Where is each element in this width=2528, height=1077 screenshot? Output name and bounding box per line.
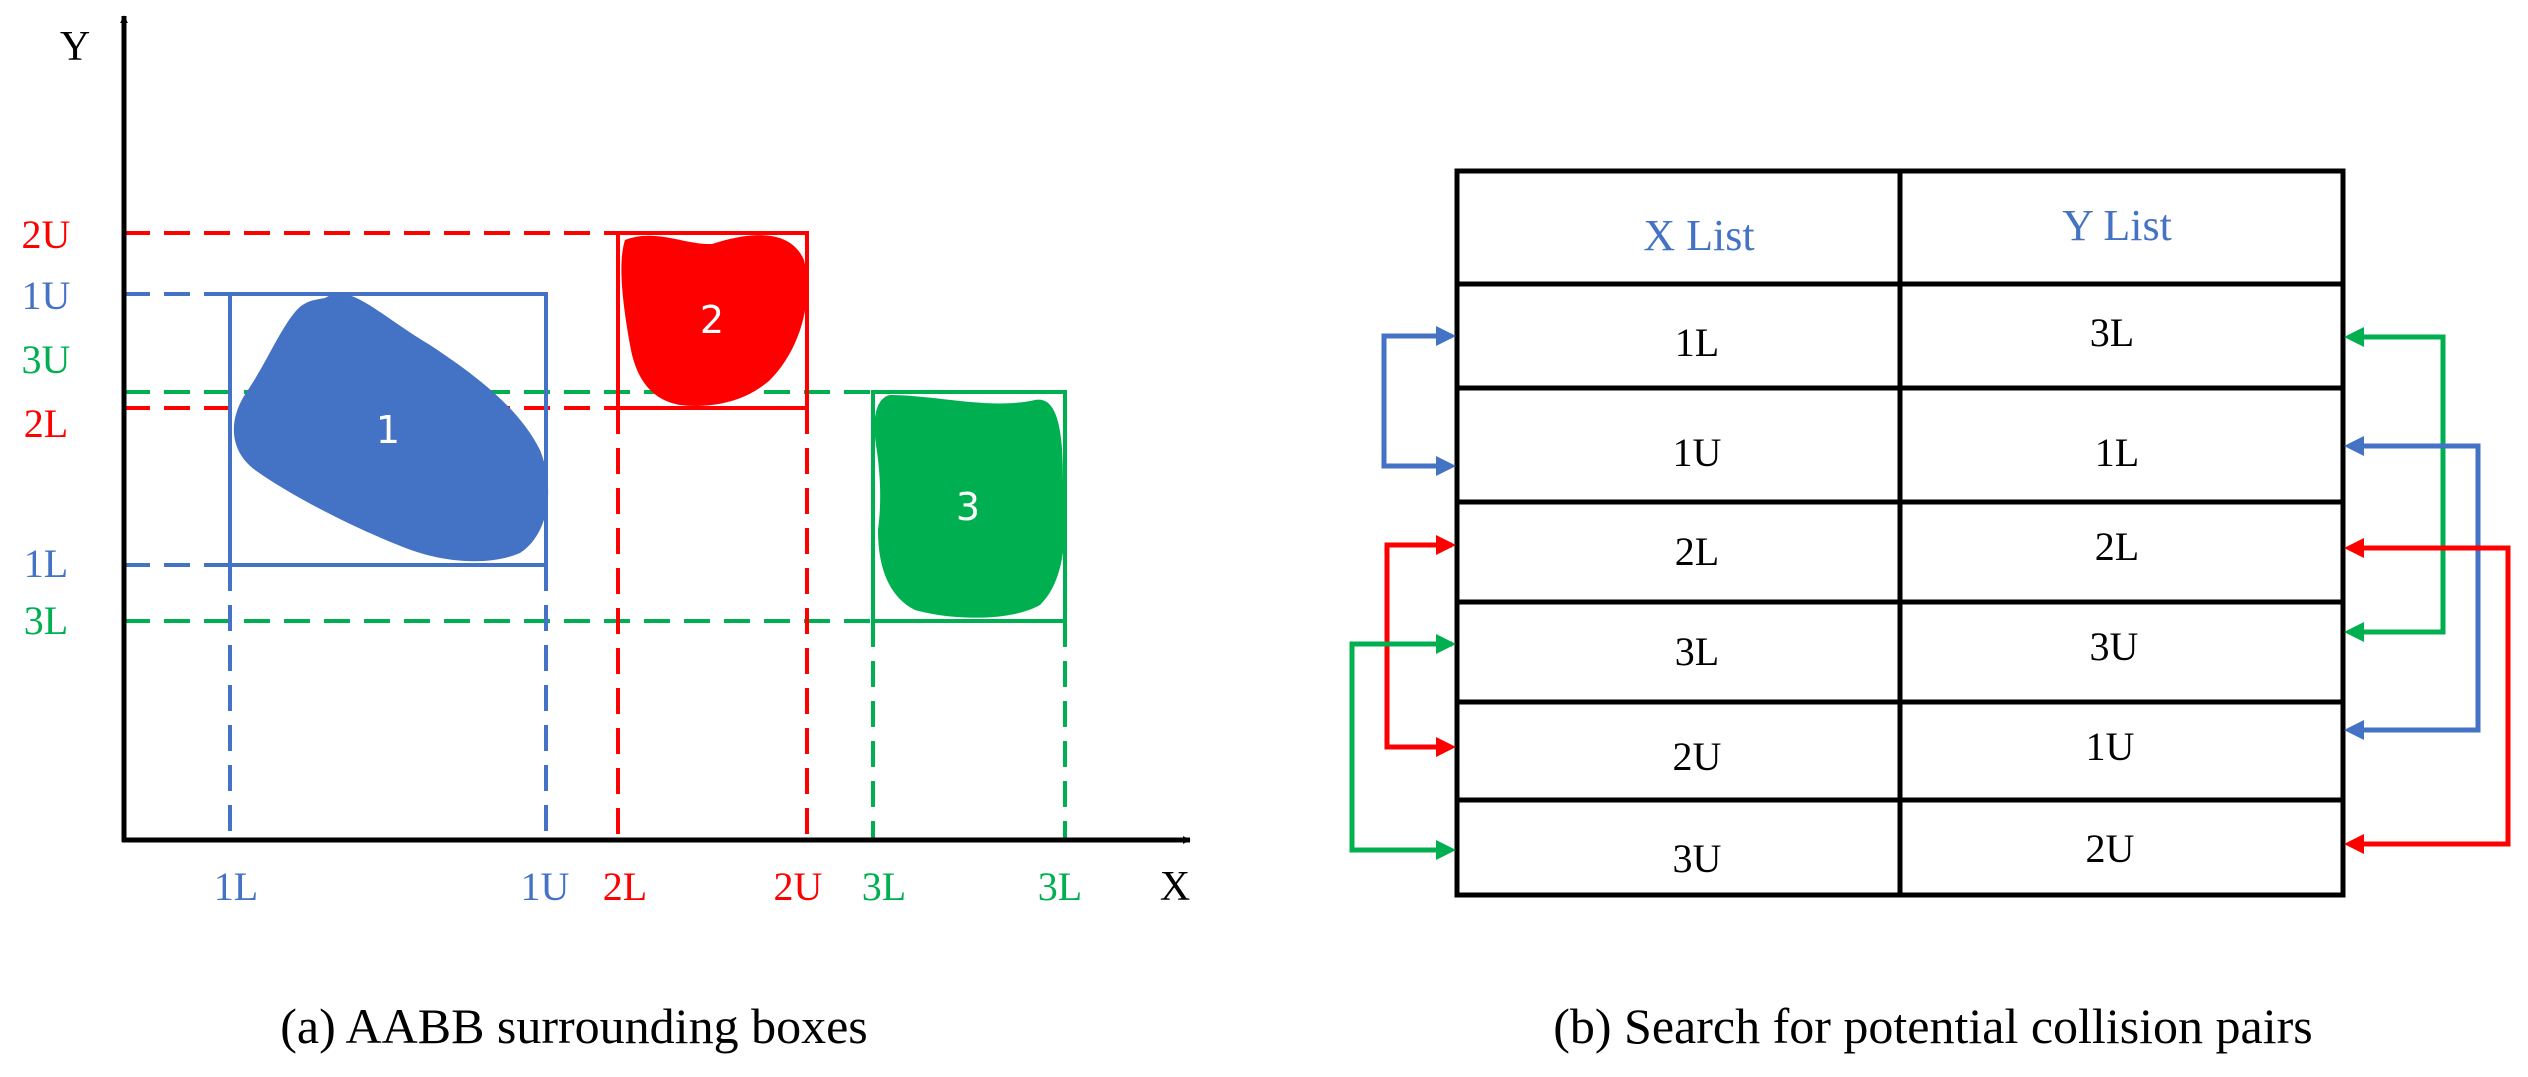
x-pair-blue-connector [1381,326,1456,476]
object-3-label: 3 [956,485,980,529]
x-axis-label: X [1160,864,1190,910]
x-list-cell: 2U [1673,734,1722,779]
x-list-cell: 3L [1675,629,1719,674]
y-tick-2L: 2L [24,401,68,446]
y-list-cell: 2U [2086,826,2135,871]
caption-a: (a) AABB surrounding boxes [280,998,867,1054]
x-tick-3L-second: 3L [1038,864,1082,909]
y-tick-2U: 2U [22,212,71,257]
aabb-box-3 [871,390,1067,623]
y-list-cell: 3L [2090,310,2134,355]
header-x-list: X List [1643,211,1754,260]
y-list-cell: 2L [2095,524,2139,569]
y-pair-green-connector [2344,327,2446,642]
x-list-cell: 1U [1673,430,1722,475]
panel-a: 1 2 3 Y X 2U 1U 3U 2L 1L 3L 1L 1U 2L 2U … [22,15,1191,1054]
header-y-list: Y List [2062,201,2172,250]
object-1-label: 1 [376,408,400,452]
object-1-shape [233,293,549,562]
y-tick-3U: 3U [22,337,71,382]
x-list-cell: 3U [1673,836,1722,881]
y-pair-blue-connector [2344,436,2481,740]
panel-b: X List Y List 1L 3L 1U 1L 2L 2L 3L 3U 2U… [1349,168,2511,1054]
x-list-cell: 2L [1675,529,1719,574]
x-tick-1U: 1U [521,864,570,909]
aabb-box-1 [228,292,548,567]
y-axis-label: Y [60,24,90,70]
y-tick-1U: 1U [22,273,71,318]
aabb-box-2 [616,231,809,410]
object-3-shape [874,395,1066,618]
y-list-cell: 1U [2086,724,2135,769]
x-tick-2L: 2L [603,864,647,909]
table-row-dividers [1457,281,2343,803]
y-list-cell: 3U [2090,624,2139,669]
object-2-label: 2 [700,298,724,342]
y-tick-1L: 1L [24,541,68,586]
x-tick-3L-first: 3L [862,864,906,909]
object-2-shape [621,235,808,406]
x-pair-green-connector [1349,634,1456,860]
x-tick-1L: 1L [214,864,258,909]
y-pair-red-connector [2344,538,2511,854]
y-list-cell: 1L [2095,430,2139,475]
x-tick-2U: 2U [774,864,823,909]
caption-b: (b) Search for potential collision pairs [1553,998,2313,1054]
y-tick-3L: 3L [24,598,68,643]
x-list-cell: 1L [1675,320,1719,365]
